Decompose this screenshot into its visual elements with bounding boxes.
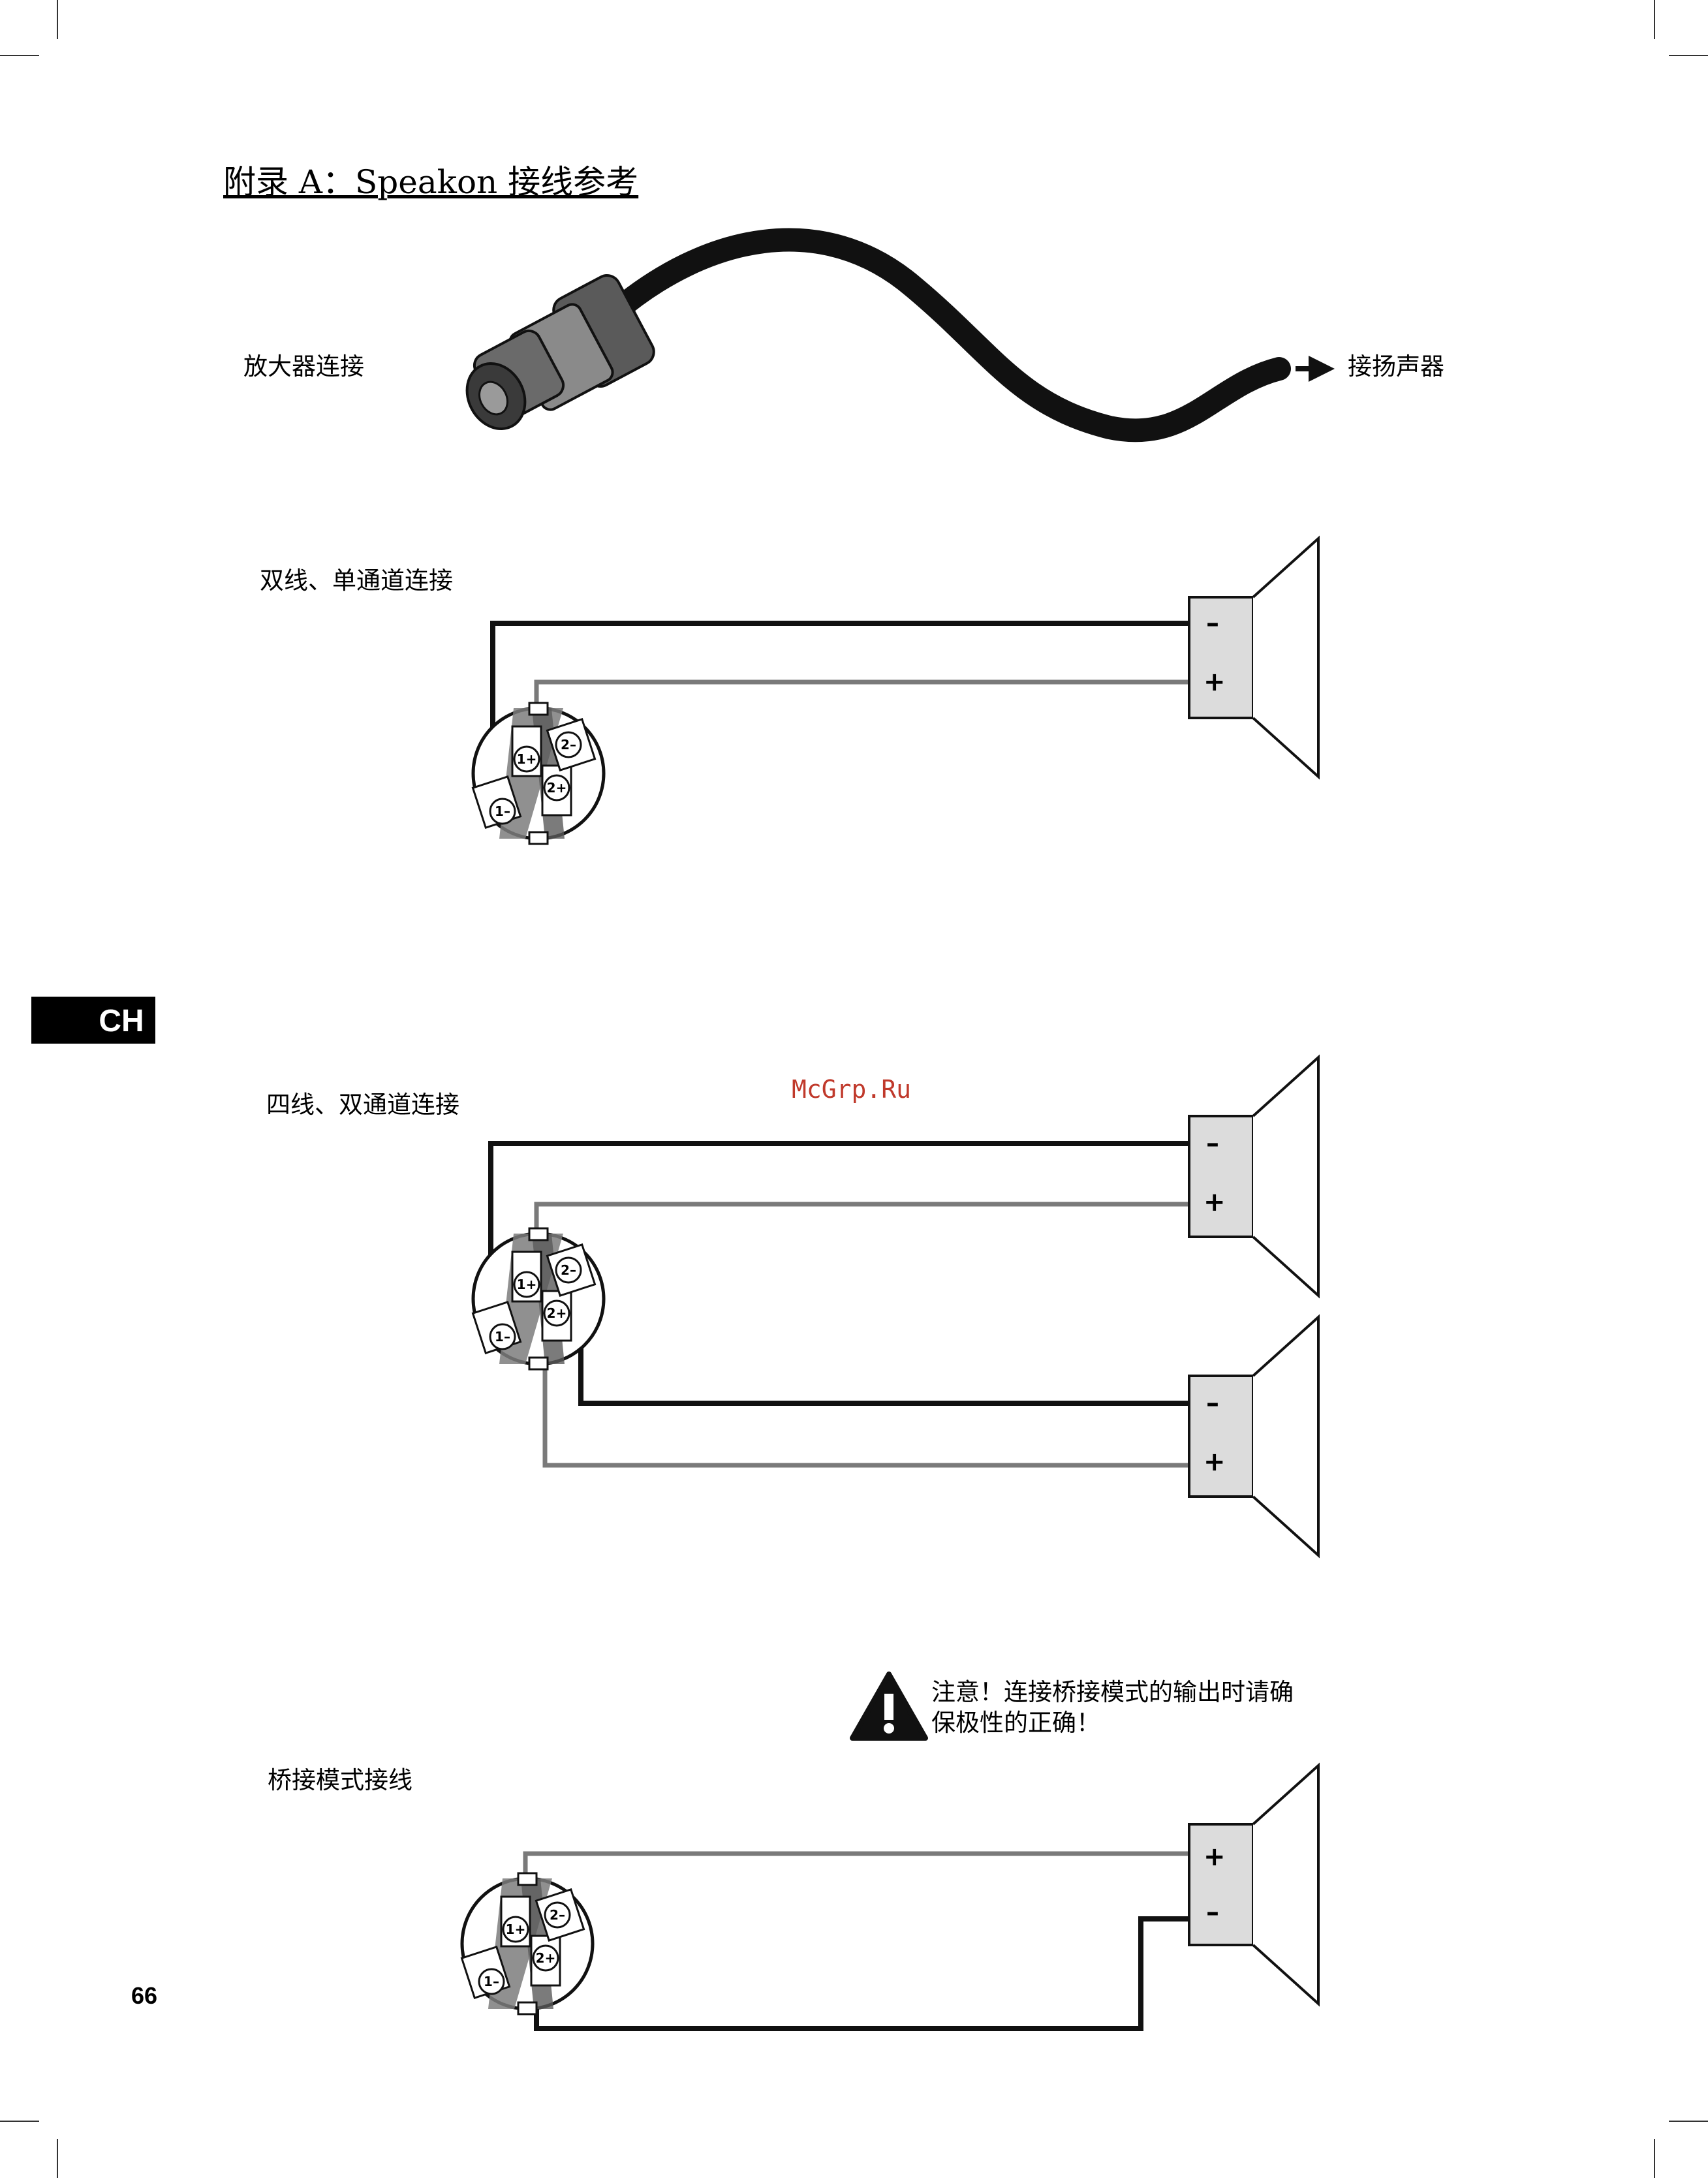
bridge-wiring [525, 1854, 1189, 2029]
watermark: McGrp.Ru [792, 1075, 911, 1104]
warning-text-line-2: 保极性的正确！ [931, 1709, 1100, 1737]
speaker-minus-terminal: – [1206, 608, 1219, 638]
speaker-icon: – + [1189, 1317, 1318, 1555]
language-tab-label: CH [99, 1004, 144, 1038]
two-wire-wiring [493, 623, 1189, 738]
page-number: 66 [131, 1982, 157, 2009]
speaker-connection-label: 接扬声器 [1348, 352, 1444, 381]
two-wire-section-label: 双线、单通道连接 [260, 567, 453, 595]
speaker-icon: – + [1189, 538, 1318, 777]
speaker-minus-terminal: – [1206, 1897, 1219, 1927]
speaker-plus-terminal: + [1203, 667, 1226, 697]
pin-label-2-plus: 2+ [536, 1950, 556, 1966]
speaker-icon: + – [1189, 1766, 1318, 2004]
speaker-plus-terminal: + [1203, 1447, 1226, 1477]
pin-label-2-minus: 2– [561, 737, 576, 753]
bridge-section-label: 桥接模式接线 [268, 1766, 412, 1794]
speaker-plus-terminal: + [1203, 1187, 1226, 1217]
pin-label-1-plus: 1+ [517, 1277, 537, 1292]
pin-label-2-minus: 2– [561, 1262, 576, 1278]
pin-label-1-plus: 1+ [506, 1921, 526, 1937]
pin-label-2-minus: 2– [550, 1907, 565, 1923]
pin-label-1-minus: 1– [495, 1329, 510, 1345]
four-wire-section-label: 四线、双通道连接 [266, 1091, 459, 1119]
arrow-right-icon [1296, 356, 1335, 382]
speaker-plus-terminal: + [1203, 1842, 1226, 1872]
pin-label-1-minus: 1– [484, 1974, 499, 1989]
pin-label-2-plus: 2+ [547, 780, 567, 796]
speaker-icon: – + [1189, 1057, 1318, 1296]
speaker-minus-terminal: – [1206, 1128, 1219, 1159]
page-title: 附录 A：Speakon 接线参考 [223, 163, 638, 201]
speakon-plug-illustration [456, 240, 1279, 439]
pin-label-1-plus: 1+ [517, 751, 537, 767]
speakon-connector-face: 1+ 2+ 1– 2– [461, 1873, 593, 2014]
warning-text-line-1: 注意！连接桥接模式的输出时请确 [931, 1678, 1294, 1706]
amp-connection-label: 放大器连接 [243, 352, 364, 381]
warning-triangle-icon [852, 1674, 925, 1738]
speaker-minus-terminal: – [1206, 1388, 1219, 1418]
pin-label-1-minus: 1– [495, 803, 510, 819]
pin-label-2-plus: 2+ [547, 1305, 567, 1321]
